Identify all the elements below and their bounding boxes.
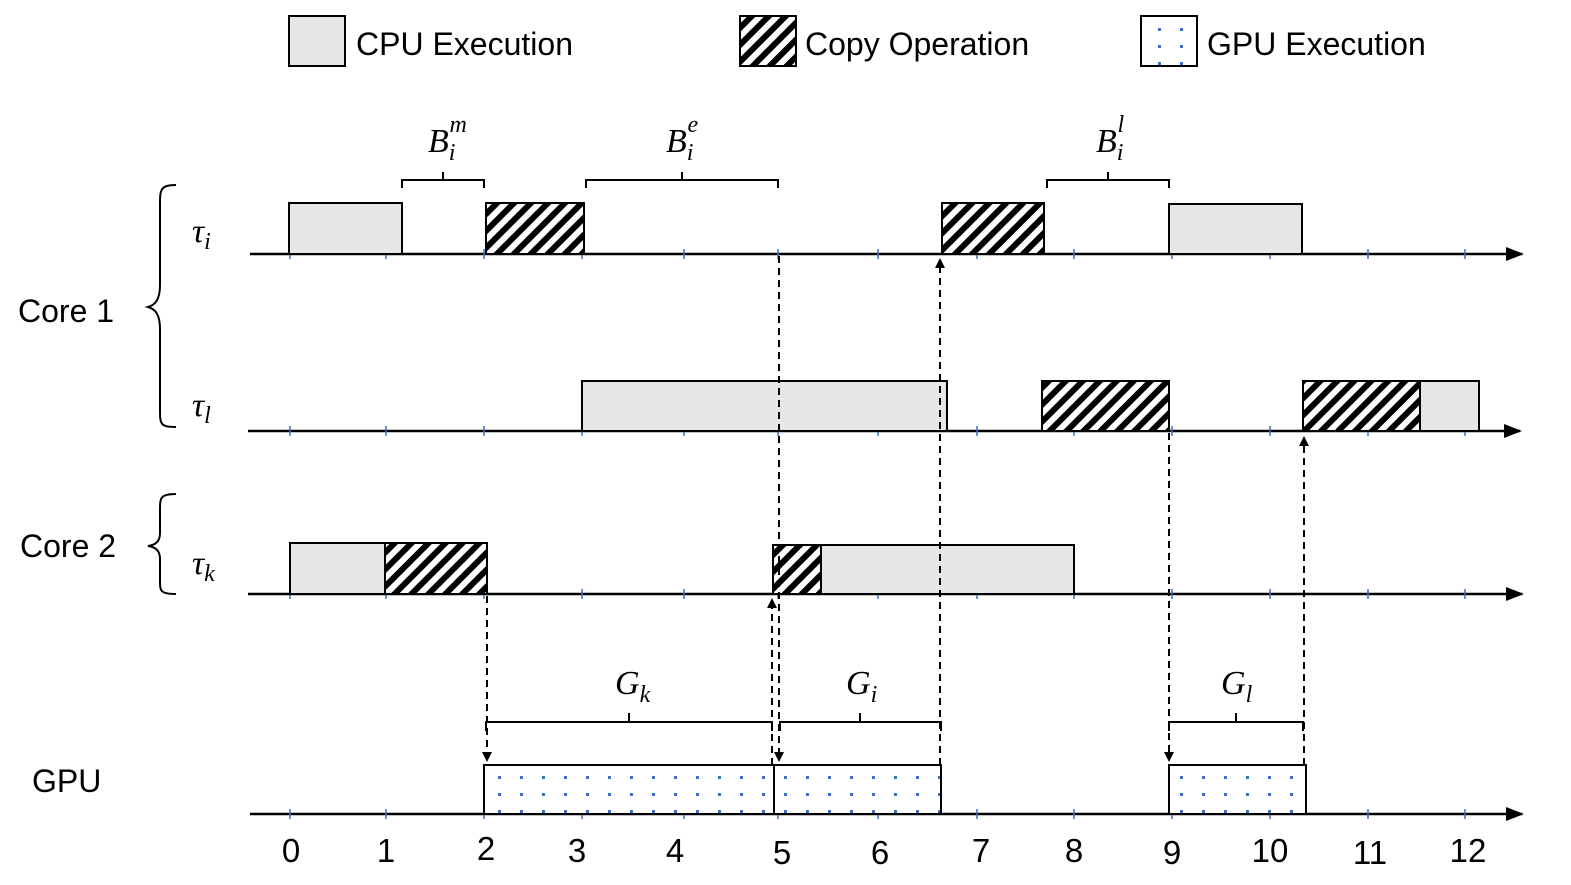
braces-top bbox=[401, 172, 1304, 731]
tau-i-cpu-block-1 bbox=[288, 202, 403, 255]
brace-b-l bbox=[1046, 172, 1170, 188]
label-g-k: Gk bbox=[615, 665, 651, 708]
legend-gpu-label: GPU Execution bbox=[1207, 26, 1426, 62]
gpu-block-k bbox=[483, 764, 775, 815]
tick-label-9: 9 bbox=[1163, 834, 1181, 871]
tick-label-5: 5 bbox=[773, 834, 791, 871]
tau-k-cpu-block-2 bbox=[820, 544, 1075, 595]
gpu-block-l bbox=[1168, 764, 1307, 815]
label-b-i-l: Bil bbox=[1096, 112, 1124, 166]
tau-l-cpu-block-2 bbox=[1419, 380, 1480, 432]
tau-i-copy-block-2 bbox=[941, 202, 1045, 255]
legend-gpu-swatch bbox=[1140, 15, 1198, 67]
tick-label-0: 0 bbox=[282, 832, 300, 869]
tau-i-copy-block-1 bbox=[485, 202, 585, 255]
legend-gpu: GPU Execution bbox=[1140, 15, 1426, 67]
brace-b-e bbox=[585, 172, 779, 188]
tau-k-copy-block-1 bbox=[384, 542, 488, 595]
legend-cpu-label: CPU Execution bbox=[356, 26, 573, 62]
brace-g-i bbox=[779, 713, 942, 731]
task-tau-l-label: τl bbox=[192, 387, 211, 429]
dependency-arrows bbox=[482, 256, 1309, 765]
tick-label-1: 1 bbox=[377, 832, 395, 869]
legend-copy-swatch bbox=[739, 15, 797, 67]
brace-g-k bbox=[485, 713, 773, 731]
legend-copy: Copy Operation bbox=[739, 15, 1029, 67]
tick-label-12: 12 bbox=[1450, 832, 1487, 869]
tick-labels: 0 1 2 3 4 5 6 7 8 9 10 11 12 bbox=[282, 830, 1487, 871]
legend-cpu-swatch bbox=[288, 15, 346, 67]
tick-marks bbox=[289, 249, 1466, 819]
core1-brace bbox=[144, 184, 177, 428]
legend-cpu: CPU Execution bbox=[288, 15, 573, 67]
tau-l-copy-block-1 bbox=[1041, 380, 1170, 432]
tau-k-copy-block-2 bbox=[772, 544, 822, 595]
brace-g-l bbox=[1168, 713, 1304, 731]
tick-label-2: 2 bbox=[477, 830, 495, 867]
tau-i-cpu-block-2 bbox=[1168, 203, 1303, 255]
tick-label-6: 6 bbox=[871, 834, 889, 871]
core2-brace bbox=[147, 493, 177, 595]
task-tau-k-label: τk bbox=[192, 545, 215, 587]
tick-label-11: 11 bbox=[1353, 834, 1387, 871]
label-b-i-e: Bie bbox=[666, 112, 698, 166]
gpu-label: GPU bbox=[32, 763, 101, 799]
task-tau-i-label: τi bbox=[192, 213, 211, 255]
tick-label-7: 7 bbox=[972, 832, 990, 869]
legend: CPU Execution Copy Operation GPU Executi… bbox=[288, 15, 1426, 67]
tau-k-cpu-block-1 bbox=[289, 542, 386, 595]
core1-label: Core 1 bbox=[18, 293, 114, 329]
label-g-i: Gi bbox=[846, 665, 877, 708]
label-g-l: Gl bbox=[1221, 665, 1253, 708]
legend-copy-label: Copy Operation bbox=[805, 26, 1029, 62]
tick-label-8: 8 bbox=[1065, 832, 1083, 869]
core2-label: Core 2 bbox=[20, 528, 116, 564]
tick-label-3: 3 bbox=[568, 832, 586, 869]
label-b-i-m: Bim bbox=[428, 112, 467, 166]
brace-b-m bbox=[401, 172, 485, 188]
tau-l-copy-block-2 bbox=[1302, 380, 1421, 432]
tau-l-cpu-block-1 bbox=[581, 380, 948, 432]
tick-label-10: 10 bbox=[1252, 832, 1289, 869]
tick-label-4: 4 bbox=[666, 832, 684, 869]
gpu-block-i bbox=[773, 764, 942, 815]
